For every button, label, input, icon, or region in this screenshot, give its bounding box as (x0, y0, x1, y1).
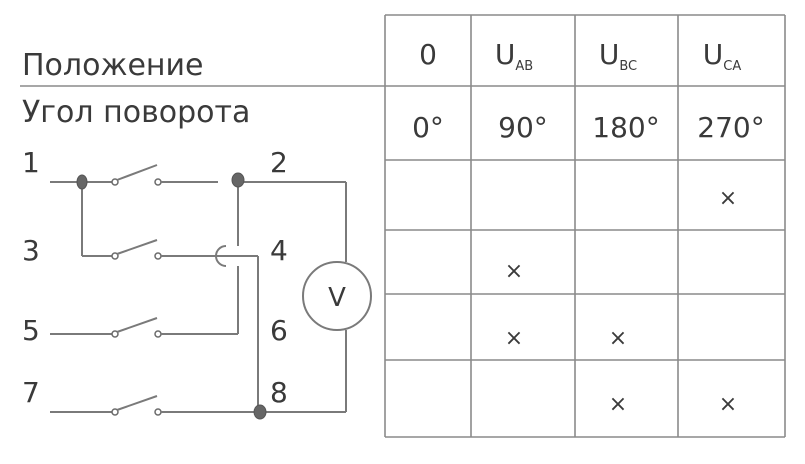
terminal-5: 5 (22, 314, 40, 347)
contact-3b (154, 252, 162, 260)
junction-8 (253, 404, 267, 420)
contact-1b (154, 178, 162, 186)
switch-position-table: 0 UAB UBC UCA 0° 90° 180° 270° × × × × × × (20, 14, 786, 438)
contact-5a (111, 330, 119, 338)
junction-2 (231, 172, 245, 188)
switch-blade-7 (116, 395, 158, 411)
switch-7-8 (50, 395, 346, 416)
junction-1 (76, 174, 88, 190)
switch-3-4 (81, 182, 258, 267)
contact-7a (111, 408, 119, 416)
rotation-angle-label: Угол поворота (22, 95, 250, 130)
voltmeter-circle (302, 261, 372, 331)
position-label: Положение (22, 48, 204, 83)
header-cell-2: UBC (599, 38, 637, 74)
table-marks: × × × × × × (505, 186, 737, 417)
header-cell-1: UAB (495, 38, 533, 74)
voltmeter-symbol: V (328, 283, 346, 313)
angle-cell-3: 270° (697, 111, 764, 144)
switch-blade-3 (116, 239, 158, 255)
contact-3a (111, 252, 119, 260)
contact-1a (111, 178, 119, 186)
terminal-7: 7 (22, 376, 40, 409)
angle-cell-2: 180° (592, 111, 659, 144)
switch-5-6 (50, 317, 238, 338)
mark-row3-col2: × (609, 326, 627, 351)
contact-5b (154, 330, 162, 338)
switch-blade-5 (116, 317, 158, 333)
contact-7b (154, 408, 162, 416)
switch-blade-1 (116, 164, 158, 181)
terminal-1: 1 (22, 146, 40, 179)
terminal-8: 8 (270, 376, 288, 409)
mark-row3-col1: × (505, 326, 523, 351)
switch-1-2 (50, 164, 218, 186)
angle-cell-0: 0° (412, 111, 444, 144)
header-cell-0: 0 (419, 38, 437, 71)
terminal-6: 6 (270, 314, 288, 347)
header-cell-3: UCA (703, 38, 742, 74)
terminal-4: 4 (270, 234, 288, 267)
angle-cell-1: 90° (498, 111, 548, 144)
mark-row2-col1: × (505, 259, 523, 284)
mark-row4-col3: × (719, 392, 737, 417)
terminal-3: 3 (22, 234, 40, 267)
terminal-2: 2 (270, 146, 288, 179)
wire-crossover (215, 245, 227, 267)
mark-row4-col2: × (609, 392, 627, 417)
mark-row1-col3: × (719, 186, 737, 211)
